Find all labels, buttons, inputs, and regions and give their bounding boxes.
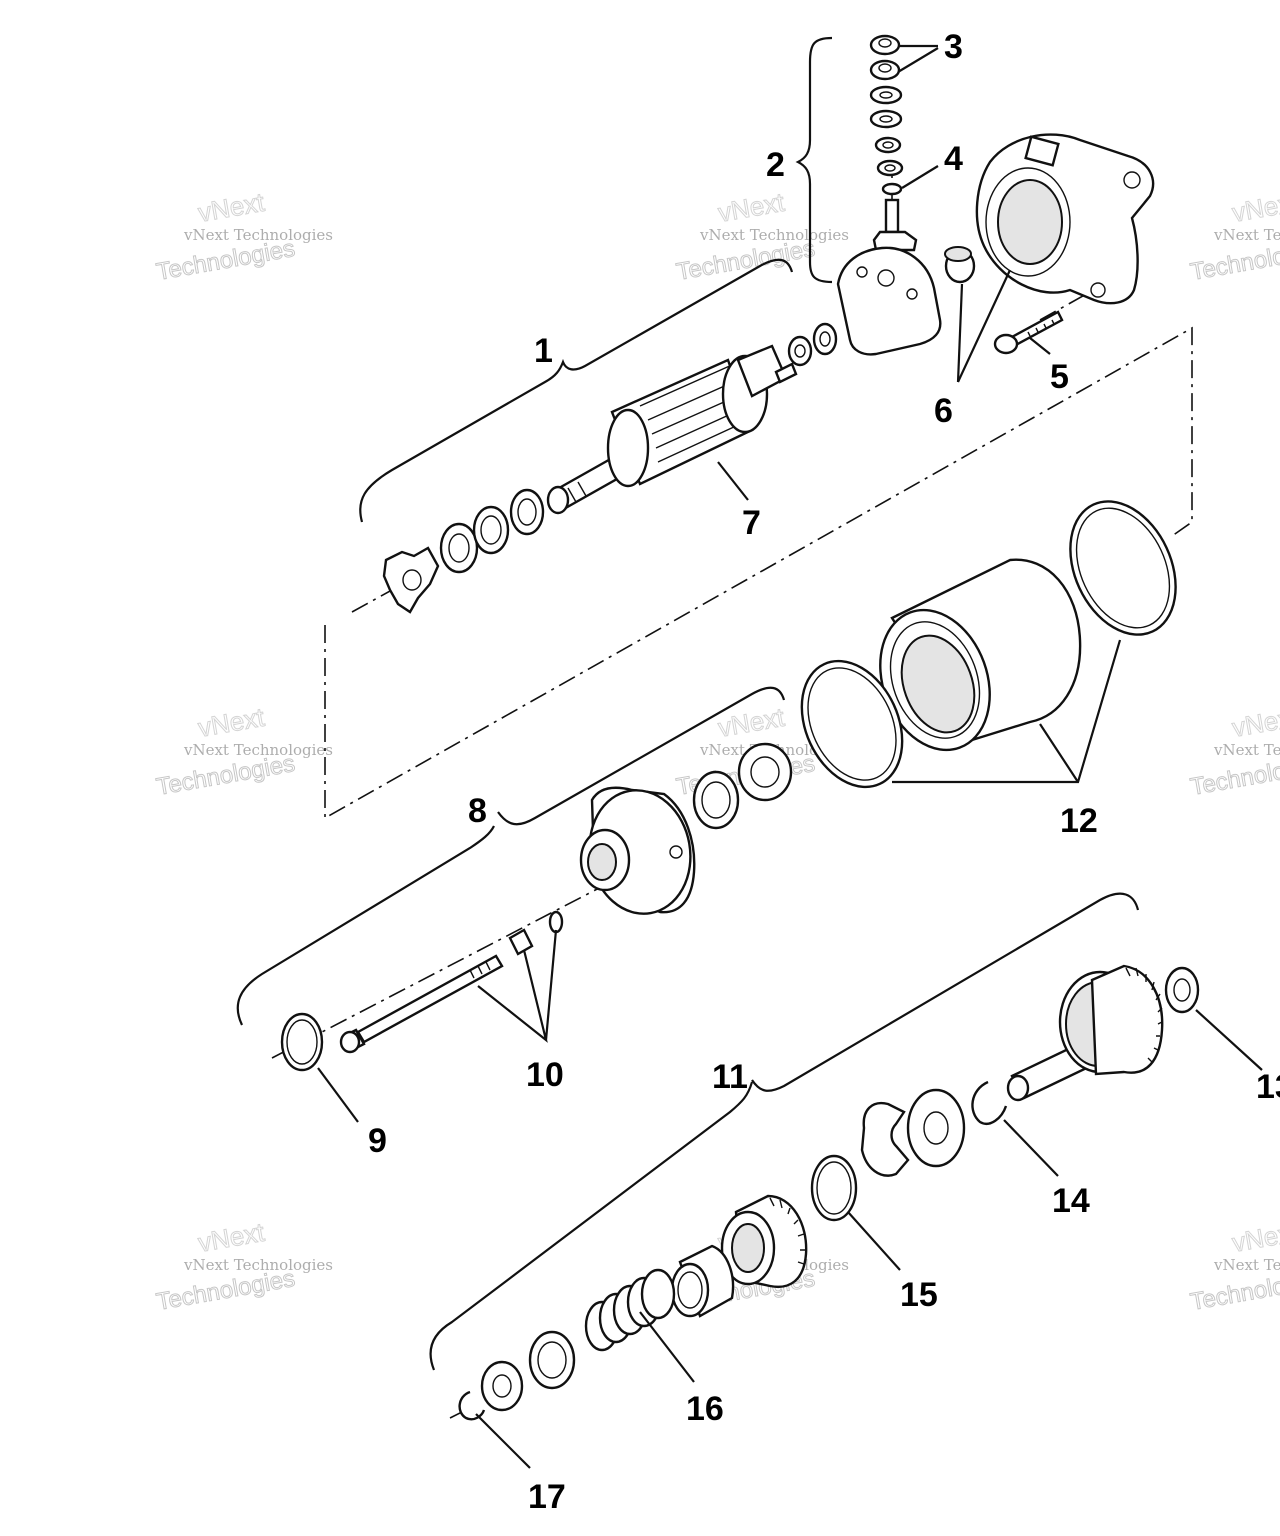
watermark-vnext: vNext xyxy=(716,187,787,228)
watermark-text: vNext Technologies xyxy=(183,741,333,759)
housing-bolt xyxy=(993,310,1064,355)
bracket-1 xyxy=(359,258,794,523)
callout-4: 4 xyxy=(944,140,963,178)
watermark-tile: vNext vNext Technologies Technologies xyxy=(154,701,333,801)
watermark-vnext: vNext xyxy=(196,187,267,228)
circlip xyxy=(458,1390,486,1421)
callout-13: 13 xyxy=(1256,1068,1280,1106)
callout-12: 12 xyxy=(1060,802,1098,840)
watermark-text: vNext Technologies xyxy=(1213,1256,1280,1274)
leader-lines xyxy=(317,44,1263,1469)
watermark-tile: vNext vNext Technologies Technologies xyxy=(1188,701,1280,801)
axis-line xyxy=(351,579,411,613)
callout-2: 2 xyxy=(766,146,785,184)
o-ring-large xyxy=(1069,500,1177,636)
callout-15: 15 xyxy=(900,1276,938,1314)
watermark-text: vNext Technologies xyxy=(699,226,849,244)
o-ring-small xyxy=(800,659,904,789)
watermark-text: vNext Technologies xyxy=(1213,741,1280,759)
lock-tab xyxy=(508,928,534,956)
callout-5: 5 xyxy=(1050,358,1069,396)
yoke-housing xyxy=(879,558,1082,752)
gear-shaft-assembly xyxy=(1006,964,1164,1102)
stop-collar xyxy=(528,1330,576,1390)
bracket-8b xyxy=(236,825,495,1026)
watermark-tile: vNext vNext Technologies Technologies xyxy=(674,186,849,286)
watermark-vnext: vNext xyxy=(1230,187,1280,228)
bracket-8 xyxy=(497,686,786,826)
callout-3: 3 xyxy=(944,28,963,66)
callout-6: 6 xyxy=(934,392,953,430)
retaining-ring xyxy=(810,1154,858,1222)
bracket-11 xyxy=(751,892,1140,1092)
brush-plate xyxy=(836,246,942,356)
watermark-text: vNext Technologies xyxy=(1213,226,1280,244)
bracket-2 xyxy=(795,36,833,284)
needle-bearing xyxy=(692,770,740,830)
end-housing xyxy=(975,133,1155,305)
thrust-washer xyxy=(1164,966,1200,1014)
ball-bearing xyxy=(737,742,793,802)
bushing xyxy=(944,246,976,284)
callout-10: 10 xyxy=(526,1056,564,1094)
washer-pair xyxy=(787,322,838,367)
plate-hole xyxy=(906,288,918,300)
axis-line xyxy=(271,845,681,1059)
watermark-vnext: vNext xyxy=(1230,1217,1280,1258)
split-collar xyxy=(860,1101,910,1177)
plate-hole xyxy=(877,269,895,287)
watermark-text: vNext Technologies xyxy=(183,1256,333,1274)
front-cover xyxy=(579,786,696,915)
watermark-tile: vNext vNext Technologies Technologies xyxy=(1188,186,1280,286)
nut-stack xyxy=(869,34,918,252)
callout-16: 16 xyxy=(686,1390,724,1428)
axis-line xyxy=(1039,291,1091,321)
bracket-11b xyxy=(429,1081,754,1371)
c-clip xyxy=(971,1080,1008,1125)
plate-hole xyxy=(856,266,868,278)
watermark-tile: vNext vNext Technologies Technologies xyxy=(154,1216,333,1316)
lock-plate-hole xyxy=(402,569,422,591)
watermark-vnext: vNext xyxy=(196,702,267,743)
pinion-gear xyxy=(720,1194,808,1289)
callout-17: 17 xyxy=(528,1478,566,1516)
assembly-line xyxy=(324,326,1193,820)
stop-washer xyxy=(480,1360,524,1412)
callout-14: 14 xyxy=(1052,1182,1090,1220)
watermark-vnext: vNext xyxy=(1230,702,1280,743)
small-o-ring xyxy=(548,910,564,934)
callout-7: 7 xyxy=(742,504,761,542)
compression-spring xyxy=(584,1268,676,1352)
armature xyxy=(546,344,798,515)
callout-9: 9 xyxy=(368,1122,387,1160)
callout-1: 1 xyxy=(534,332,553,370)
watermark-vnext: vNext xyxy=(196,1217,267,1258)
armature-shims xyxy=(439,488,545,574)
watermark-tile: vNext vNext Technologies Technologies xyxy=(154,186,333,286)
lock-plate xyxy=(382,546,440,614)
snap-ring xyxy=(280,1012,324,1072)
through-bolt xyxy=(339,954,504,1054)
callout-8: 8 xyxy=(468,792,487,830)
callout-11: 11 xyxy=(712,1058,748,1096)
watermark-tile: vNext vNext Technologies Technologies xyxy=(1188,1216,1280,1316)
flat-washer xyxy=(906,1088,966,1168)
watermark-text: vNext Technologies xyxy=(183,226,333,244)
